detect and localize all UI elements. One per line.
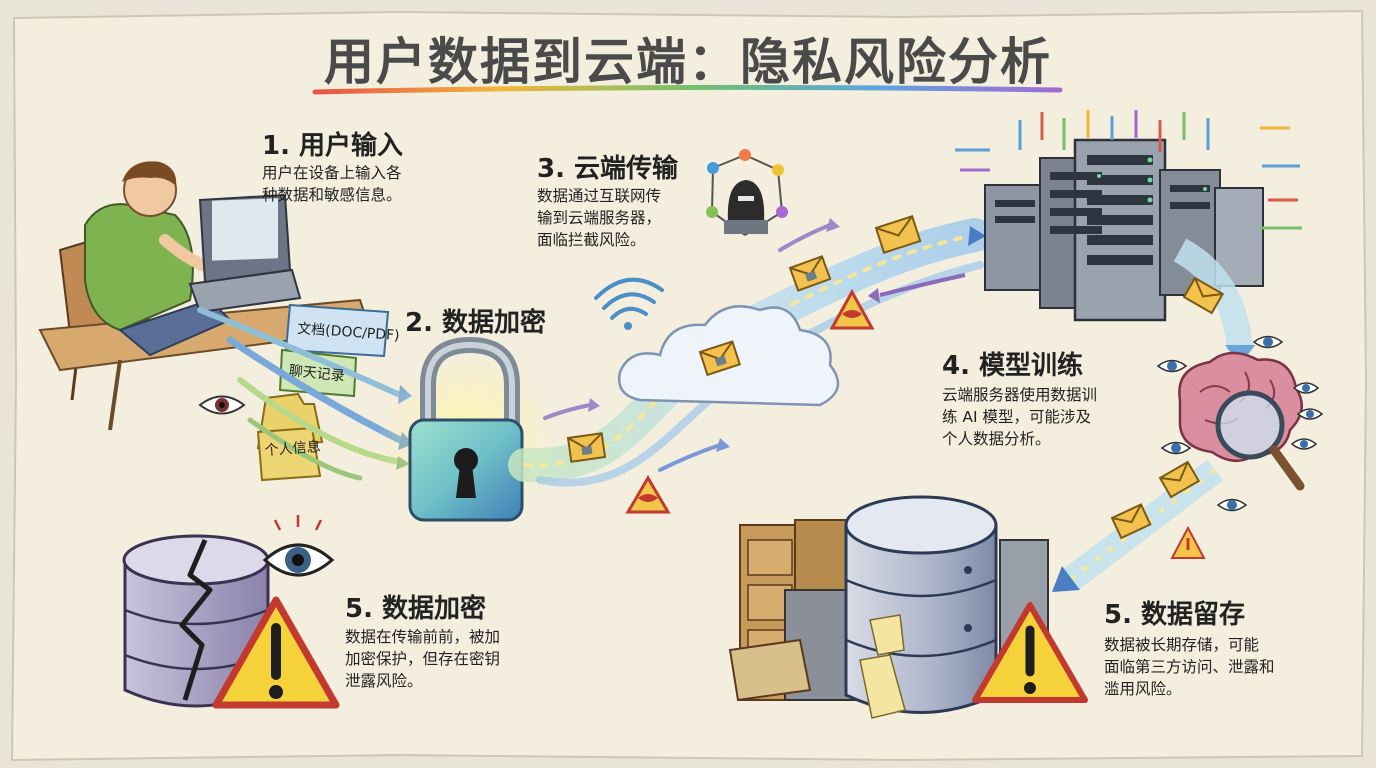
desc-line: 面临拦截风险。 xyxy=(537,231,646,249)
step-transfer-desc: 数据通过互联网传 输到云端服务器， 面临拦截风险。 xyxy=(537,185,661,251)
desc-line: 个人数据分析。 xyxy=(942,430,1051,448)
magnifier-icon xyxy=(1215,390,1305,491)
hacker-icon xyxy=(706,149,788,236)
personal-info-label: 个人信息 xyxy=(264,439,322,459)
desc-line: 数据通过互联网传 xyxy=(537,187,662,205)
desc-line: 加密保护，但存在密钥 xyxy=(345,650,501,668)
step-storage-title: 5. 数据留存 xyxy=(1104,600,1246,630)
desc-line: 用户在设备上输入各 xyxy=(262,164,402,182)
storage-arrow xyxy=(1052,459,1223,592)
step-training-title: 4. 模型训练 xyxy=(942,351,1084,381)
return-arrow xyxy=(879,273,966,297)
step-input-title: 1. 用户输入 xyxy=(262,131,404,161)
desc-line: 云端服务器使用数据训 xyxy=(942,386,1098,404)
envelope-icon xyxy=(566,214,922,463)
eye-icon xyxy=(198,395,246,415)
eye-icon xyxy=(262,515,335,577)
eye-icon xyxy=(1156,335,1324,512)
step-transfer-title: 3. 云端传输 xyxy=(537,154,679,184)
desc-line: 输到云端服务器， xyxy=(537,209,662,227)
warning-icon xyxy=(972,602,1088,703)
desc-line: 数据被长期存储，可能 xyxy=(1104,636,1260,654)
step-input-desc: 用户在设备上输入各 种数据和敏感信息。 xyxy=(262,162,402,206)
desc-line: 滥用风险。 xyxy=(1104,680,1182,698)
step-encrypt-title: 2. 数据加密 xyxy=(405,308,547,338)
server-rack-icon xyxy=(984,138,1264,322)
data-rain xyxy=(955,110,1302,230)
step-storage-desc: 数据被长期存储，可能 面临第三方访问、泄露和 滥用风险。 xyxy=(1104,634,1275,700)
desc-line: 泄露风险。 xyxy=(345,672,423,690)
desc-line: 种数据和敏感信息。 xyxy=(262,186,402,204)
desc-line: 面临第三方访问、泄露和 xyxy=(1104,658,1275,676)
desc-line: 数据在传输前前，被加 xyxy=(345,628,501,646)
database-icon xyxy=(844,495,998,719)
wifi-icon xyxy=(594,277,664,330)
step-leak-desc: 数据在传输前前，被加 加密保护，但存在密钥 泄露风险。 xyxy=(345,626,500,692)
database-icon xyxy=(122,534,270,708)
desc-line: 练 AI 模型，可能涉及 xyxy=(942,408,1092,426)
warning-icon xyxy=(212,596,340,709)
padlock-icon xyxy=(378,336,558,530)
page-title: 用户数据到云端：隐私风险分析 xyxy=(324,33,1052,91)
step-leak-title: 5. 数据加密 xyxy=(345,594,487,624)
title-underline xyxy=(312,84,1063,95)
warning-icon xyxy=(625,288,875,514)
step-training-desc: 云端服务器使用数据训 练 AI 模型，可能涉及 个人数据分析。 xyxy=(942,384,1097,450)
